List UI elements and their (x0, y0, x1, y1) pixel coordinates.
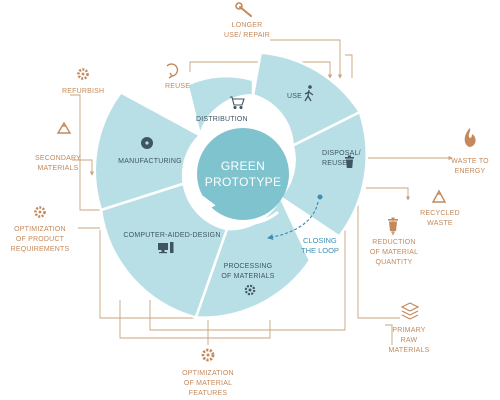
center-title-line2: PROTOTYPE (205, 175, 282, 189)
use-label: USE (287, 93, 302, 100)
waste-energy-label-line2: ENERGY (455, 168, 486, 175)
cycle-arrow-top (205, 117, 292, 146)
loop-dot-icon (317, 194, 323, 200)
opt-feat-label-line2: OF MATERIAL (184, 380, 232, 387)
disposal-label-line2: REUSE (322, 160, 347, 167)
reduction-bin-icon (388, 217, 398, 231)
loop-arrow (267, 201, 319, 241)
disposal-label-line1: DISPOSAL/ (322, 150, 361, 157)
primary-label-line3: MATERIALS (389, 347, 430, 354)
wrench-icon (235, 2, 252, 17)
walking-person-icon (304, 85, 314, 102)
secondary-label-line1: SECONDARY (35, 155, 81, 162)
secondary-label-line2: MATERIALS (38, 165, 79, 172)
recycled-label-line1: RECYCLED (420, 210, 460, 217)
primary-raw-stack-icon (400, 302, 420, 320)
shopping-cart-icon (230, 96, 245, 110)
closing-loop-label-line1: CLOSING (303, 236, 337, 245)
reduction-label-line1: REDUCTION (372, 239, 415, 246)
flame-icon (464, 128, 476, 147)
closing-loop: CLOSING THE LOOP (267, 194, 339, 255)
center-title-line1: GREEN (221, 159, 265, 173)
recycled-waste-icon (431, 189, 447, 203)
segment-processing (194, 194, 312, 319)
reduction-label-line2: OF MATERIAL (370, 249, 418, 256)
disc-icon (141, 137, 153, 149)
processing-label-line2: OF MATERIALS (221, 273, 274, 280)
refurbish-label: REFURBISH (62, 88, 104, 95)
primary-label-line1: PRIMARY (392, 327, 425, 334)
cycle-arrow-bottom (199, 193, 279, 226)
distribution-label: DISTRIBUTION (196, 116, 248, 123)
requirements-gear-icon (34, 206, 46, 218)
refurbish-gear-icon (77, 68, 89, 80)
center-hub (197, 128, 289, 220)
opt-req-label-line1: OPTIMIZATION (14, 226, 66, 233)
segment-labels: USE DISPOSAL/ REUSE PROCESSING OF MATERI… (118, 85, 361, 296)
gear-icon (244, 284, 256, 296)
opt-req-label-line2: OF PRODUCT (16, 236, 65, 243)
segment-manufacturing (93, 90, 203, 212)
opt-req-label-line3: REQUIREMENTS (11, 246, 70, 253)
opt-feat-label-line3: FEATURES (189, 390, 228, 397)
lifecycle-wheel: GREEN PROTOTYPE (93, 51, 368, 320)
segment-distribution (186, 74, 255, 141)
primary-label-line2: RAW (401, 337, 418, 344)
recycled-label-line2: WASTE (427, 220, 453, 227)
trash-bin-icon (345, 155, 354, 168)
manufacturing-label: MANUFACTURING (118, 158, 182, 165)
processing-label-line1: PROCESSING (224, 263, 273, 270)
reuse-label: REUSE (165, 83, 190, 90)
longer-use-label-line1: LONGER (232, 22, 263, 29)
computer-icon (158, 242, 174, 254)
cad-label: COMPUTER-AIDED-DESIGN (123, 232, 220, 239)
closing-loop-label-line2: THE LOOP (301, 246, 339, 255)
features-gear-icon (201, 348, 215, 362)
reduction-label-line3: QUANTITY (376, 259, 413, 266)
segment-disposal (278, 110, 368, 239)
longer-use-label-line2: USE/ REPAIR (224, 32, 270, 39)
opt-feat-label-line1: OPTIMIZATION (182, 370, 234, 377)
outer-labels: LONGER USE/ REPAIR REUSE REFURBISH SECON… (11, 2, 489, 397)
secondary-recycle-icon (56, 121, 72, 134)
cycle-arrows-icon (166, 63, 179, 79)
waste-energy-label-line1: WASTE TO (451, 158, 489, 165)
flow-lines (70, 39, 453, 345)
